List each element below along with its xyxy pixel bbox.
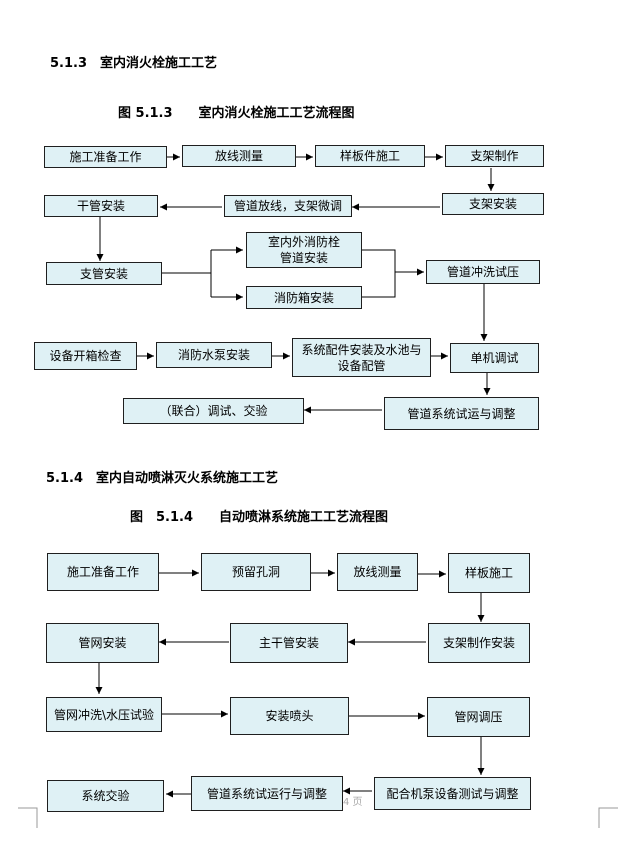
figure-title-513: 图 5.1.3 室内消火栓施工工艺流程图 <box>118 106 355 121</box>
box-reserve: 预留孔洞 <box>201 553 311 591</box>
box-flush-test: 管道冲洗试压 <box>426 260 540 284</box>
box-template-2: 样板施工 <box>448 553 530 593</box>
box-sprinkler: 安装喷头 <box>230 697 349 735</box>
box-joint-debug: （联合）调试、交验 <box>123 398 304 424</box>
box-hydrant-pipe: 室内外消防栓 管道安装 <box>246 232 362 268</box>
box-flush: 管网冲洗\水压试验 <box>46 697 162 732</box>
connector <box>362 249 396 298</box>
box-pump: 消防水泵安装 <box>156 342 272 368</box>
box-layout-2: 放线测量 <box>337 553 418 591</box>
section-heading-513: 5.1.3 室内消火栓施工工艺 <box>50 56 218 71</box>
section-heading-514: 5.1.4 室内自动喷淋灭火系统施工工艺 <box>46 471 279 486</box>
box-fittings: 系统配件安装及水池与 设备配管 <box>292 338 431 377</box>
box-pressure: 管网调压 <box>427 697 530 737</box>
box-main-pipe: 干管安装 <box>44 195 158 217</box>
box-single-debug: 单机调试 <box>450 343 539 373</box>
box-pump-test: 配合机泵设备测试与调整 <box>374 777 531 810</box>
box-main-pipe-2: 主干管安装 <box>230 623 348 663</box>
corner-mark-left <box>18 807 38 828</box>
corner-mark-right <box>598 807 618 828</box>
figure-title-514: 图 5.1.4 自动喷淋系统施工工艺流程图 <box>130 510 389 525</box>
box-bracket-install: 支架安装 <box>442 193 544 215</box>
box-handover: 系统交验 <box>47 780 164 812</box>
box-trial: 管道系统试运行与调整 <box>191 776 343 811</box>
box-bracket-2: 支架制作安装 <box>428 623 530 663</box>
box-network: 管网安装 <box>46 623 159 663</box>
box-layout: 放线测量 <box>182 145 296 167</box>
box-prep: 施工准备工作 <box>44 146 167 168</box>
page-number: 4 页 <box>343 797 363 808</box>
box-unpack: 设备开箱检查 <box>34 342 137 370</box>
box-hydrant-box: 消防箱安装 <box>246 286 362 309</box>
box-prep-2: 施工准备工作 <box>47 553 159 591</box>
box-branch: 支管安装 <box>46 262 162 285</box>
box-system-trial: 管道系统试运与调整 <box>384 397 539 430</box>
box-template: 样板件施工 <box>315 145 425 167</box>
box-bracket-make: 支架制作 <box>445 145 544 167</box>
box-pipe-layout: 管道放线，支架微调 <box>224 195 352 217</box>
